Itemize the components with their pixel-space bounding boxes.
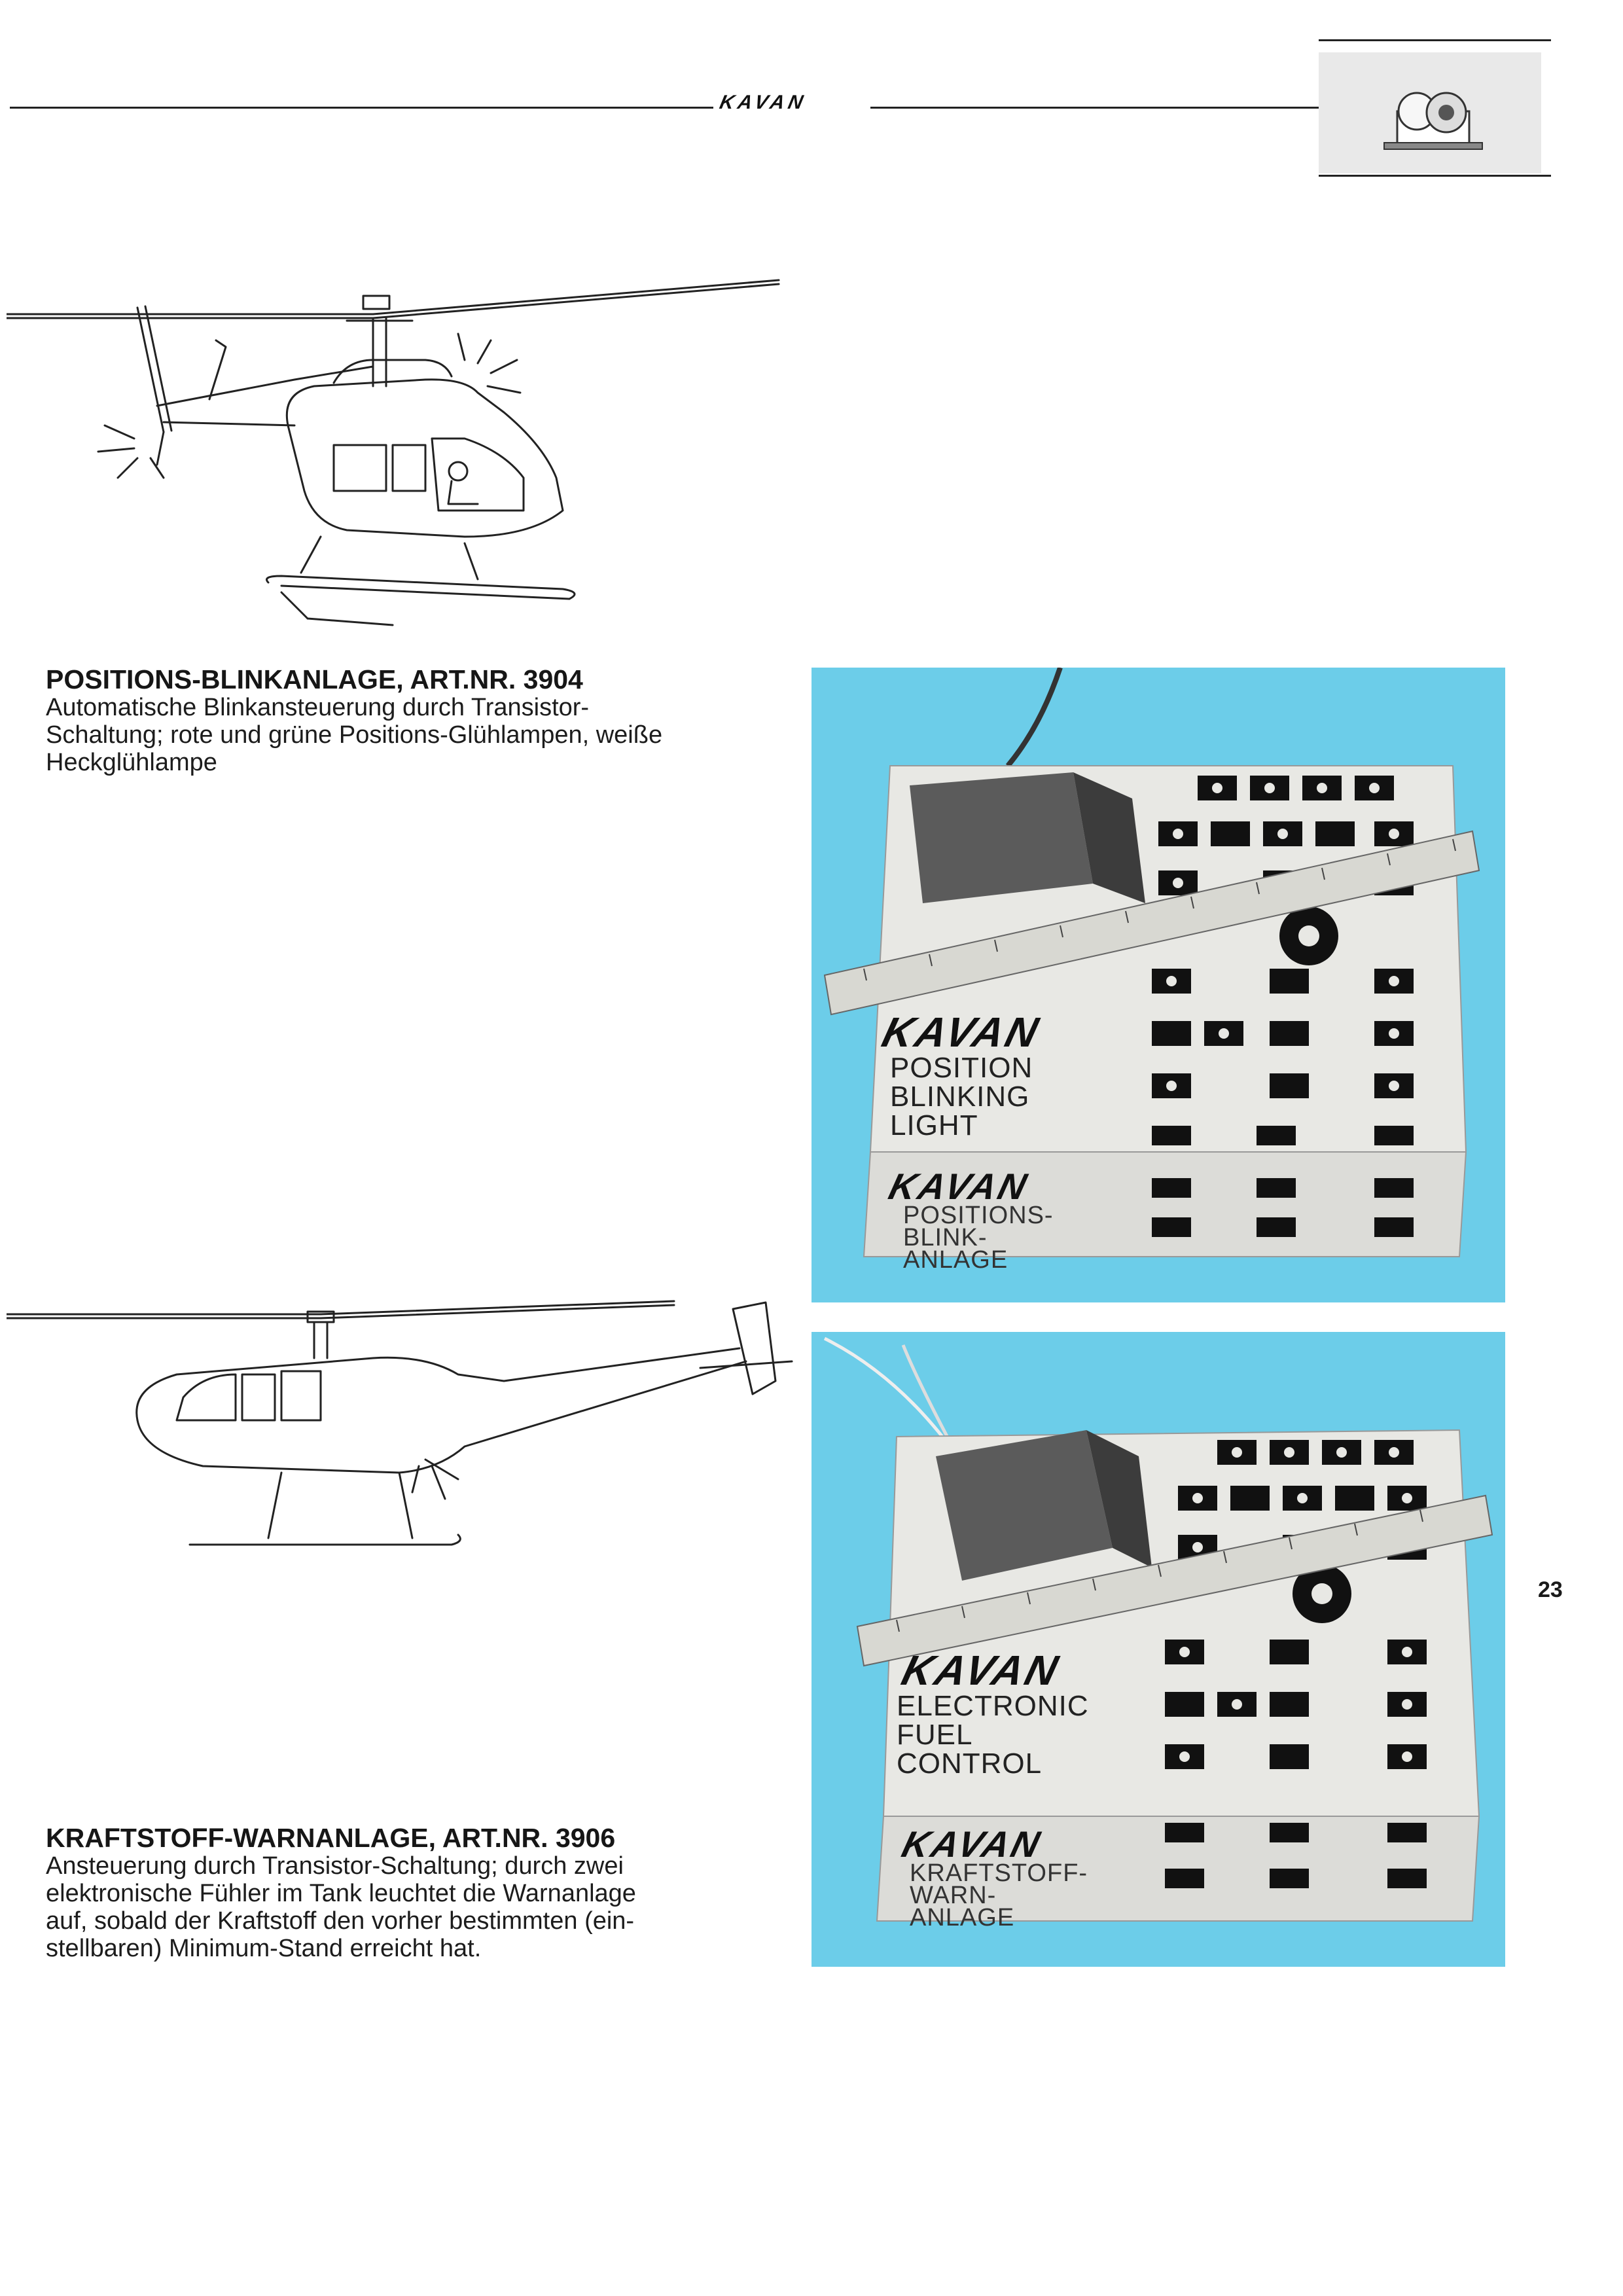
helicopter-illustration-1	[7, 279, 780, 626]
product-description-3906: Ansteuerung durch Transistor-Schaltung; …	[46, 1852, 805, 1962]
header-rule-left	[10, 107, 713, 109]
box-label-line: POSITIONS-	[903, 1202, 1054, 1229]
product-title-3906: KRAFTSTOFF-WARNANLAGE, ART.NR. 3906	[46, 1823, 616, 1853]
box-label-line: WARN-	[910, 1882, 997, 1909]
description-line: elektronische Fühler im Tank leuchtet di…	[46, 1880, 636, 1907]
page-number: 23	[1538, 1577, 1563, 1602]
box-label-line: ANLAGE	[903, 1246, 1008, 1274]
box-label-line: ANLAGE	[910, 1904, 1015, 1931]
description-line: Schaltung; rote und grüne Positions-Glüh…	[46, 721, 663, 749]
product-photo-3906: KAVAN ELECTRONIC FUEL CONTROL KAVAN KRAF…	[812, 1332, 1505, 1967]
box-label-line: LIGHT	[890, 1109, 978, 1141]
header-rule-right	[870, 107, 1322, 109]
box-label-line: BLINK-	[903, 1224, 988, 1251]
thumb-rule-bottom	[1319, 175, 1551, 177]
box-label-en-3906: ELECTRONIC FUEL CONTROL	[897, 1692, 1089, 1778]
box-label-line: BLINKING	[890, 1081, 1030, 1113]
box-label-de-3906: KRAFTSTOFF- WARN- ANLAGE	[910, 1859, 1088, 1931]
box-label-line: KRAFTSTOFF-	[910, 1859, 1088, 1887]
box-label-line: ELECTRONIC	[897, 1690, 1089, 1722]
description-line: Automatische Blinkansteuerung durch Tran…	[46, 694, 590, 721]
box-brand-3906: KAVAN	[897, 1647, 1065, 1694]
thumb-rule-top	[1319, 39, 1551, 41]
product-description-3904: Automatische Blinkansteuerung durch Tran…	[46, 694, 805, 776]
product-photo-3904: KAVAN POSITION BLINKING LIGHT KAVAN POSI…	[812, 666, 1505, 1302]
description-line: stellbaren) Minimum-Stand erreicht hat.	[46, 1935, 482, 1962]
winch-thumbnail	[1319, 52, 1541, 173]
box-label-de-3904: POSITIONS- BLINK- ANLAGE	[903, 1202, 1054, 1274]
description-line: Heckglühlampe	[46, 749, 217, 776]
box-label-line: FUEL	[897, 1719, 973, 1751]
product-box-image	[823, 666, 1480, 1257]
box-label-line: CONTROL	[897, 1748, 1043, 1780]
product-title-3904: POSITIONS-BLINKANLAGE, ART.NR. 3904	[46, 664, 583, 694]
helicopter-illustration-2	[7, 1300, 793, 1546]
box-label-en-3904: POSITION BLINKING LIGHT	[890, 1054, 1033, 1140]
product-box-image	[823, 1336, 1493, 1922]
description-line: auf, sobald der Kraftstoff den vorher be…	[46, 1907, 635, 1935]
box-brand-3904: KAVAN	[878, 1009, 1046, 1056]
description-line: Ansteuerung durch Transistor-Schaltung; …	[46, 1852, 624, 1880]
box-label-line: POSITION	[890, 1052, 1033, 1084]
brand-logo: KAVAN	[717, 92, 809, 113]
winch-icon	[1383, 92, 1483, 150]
